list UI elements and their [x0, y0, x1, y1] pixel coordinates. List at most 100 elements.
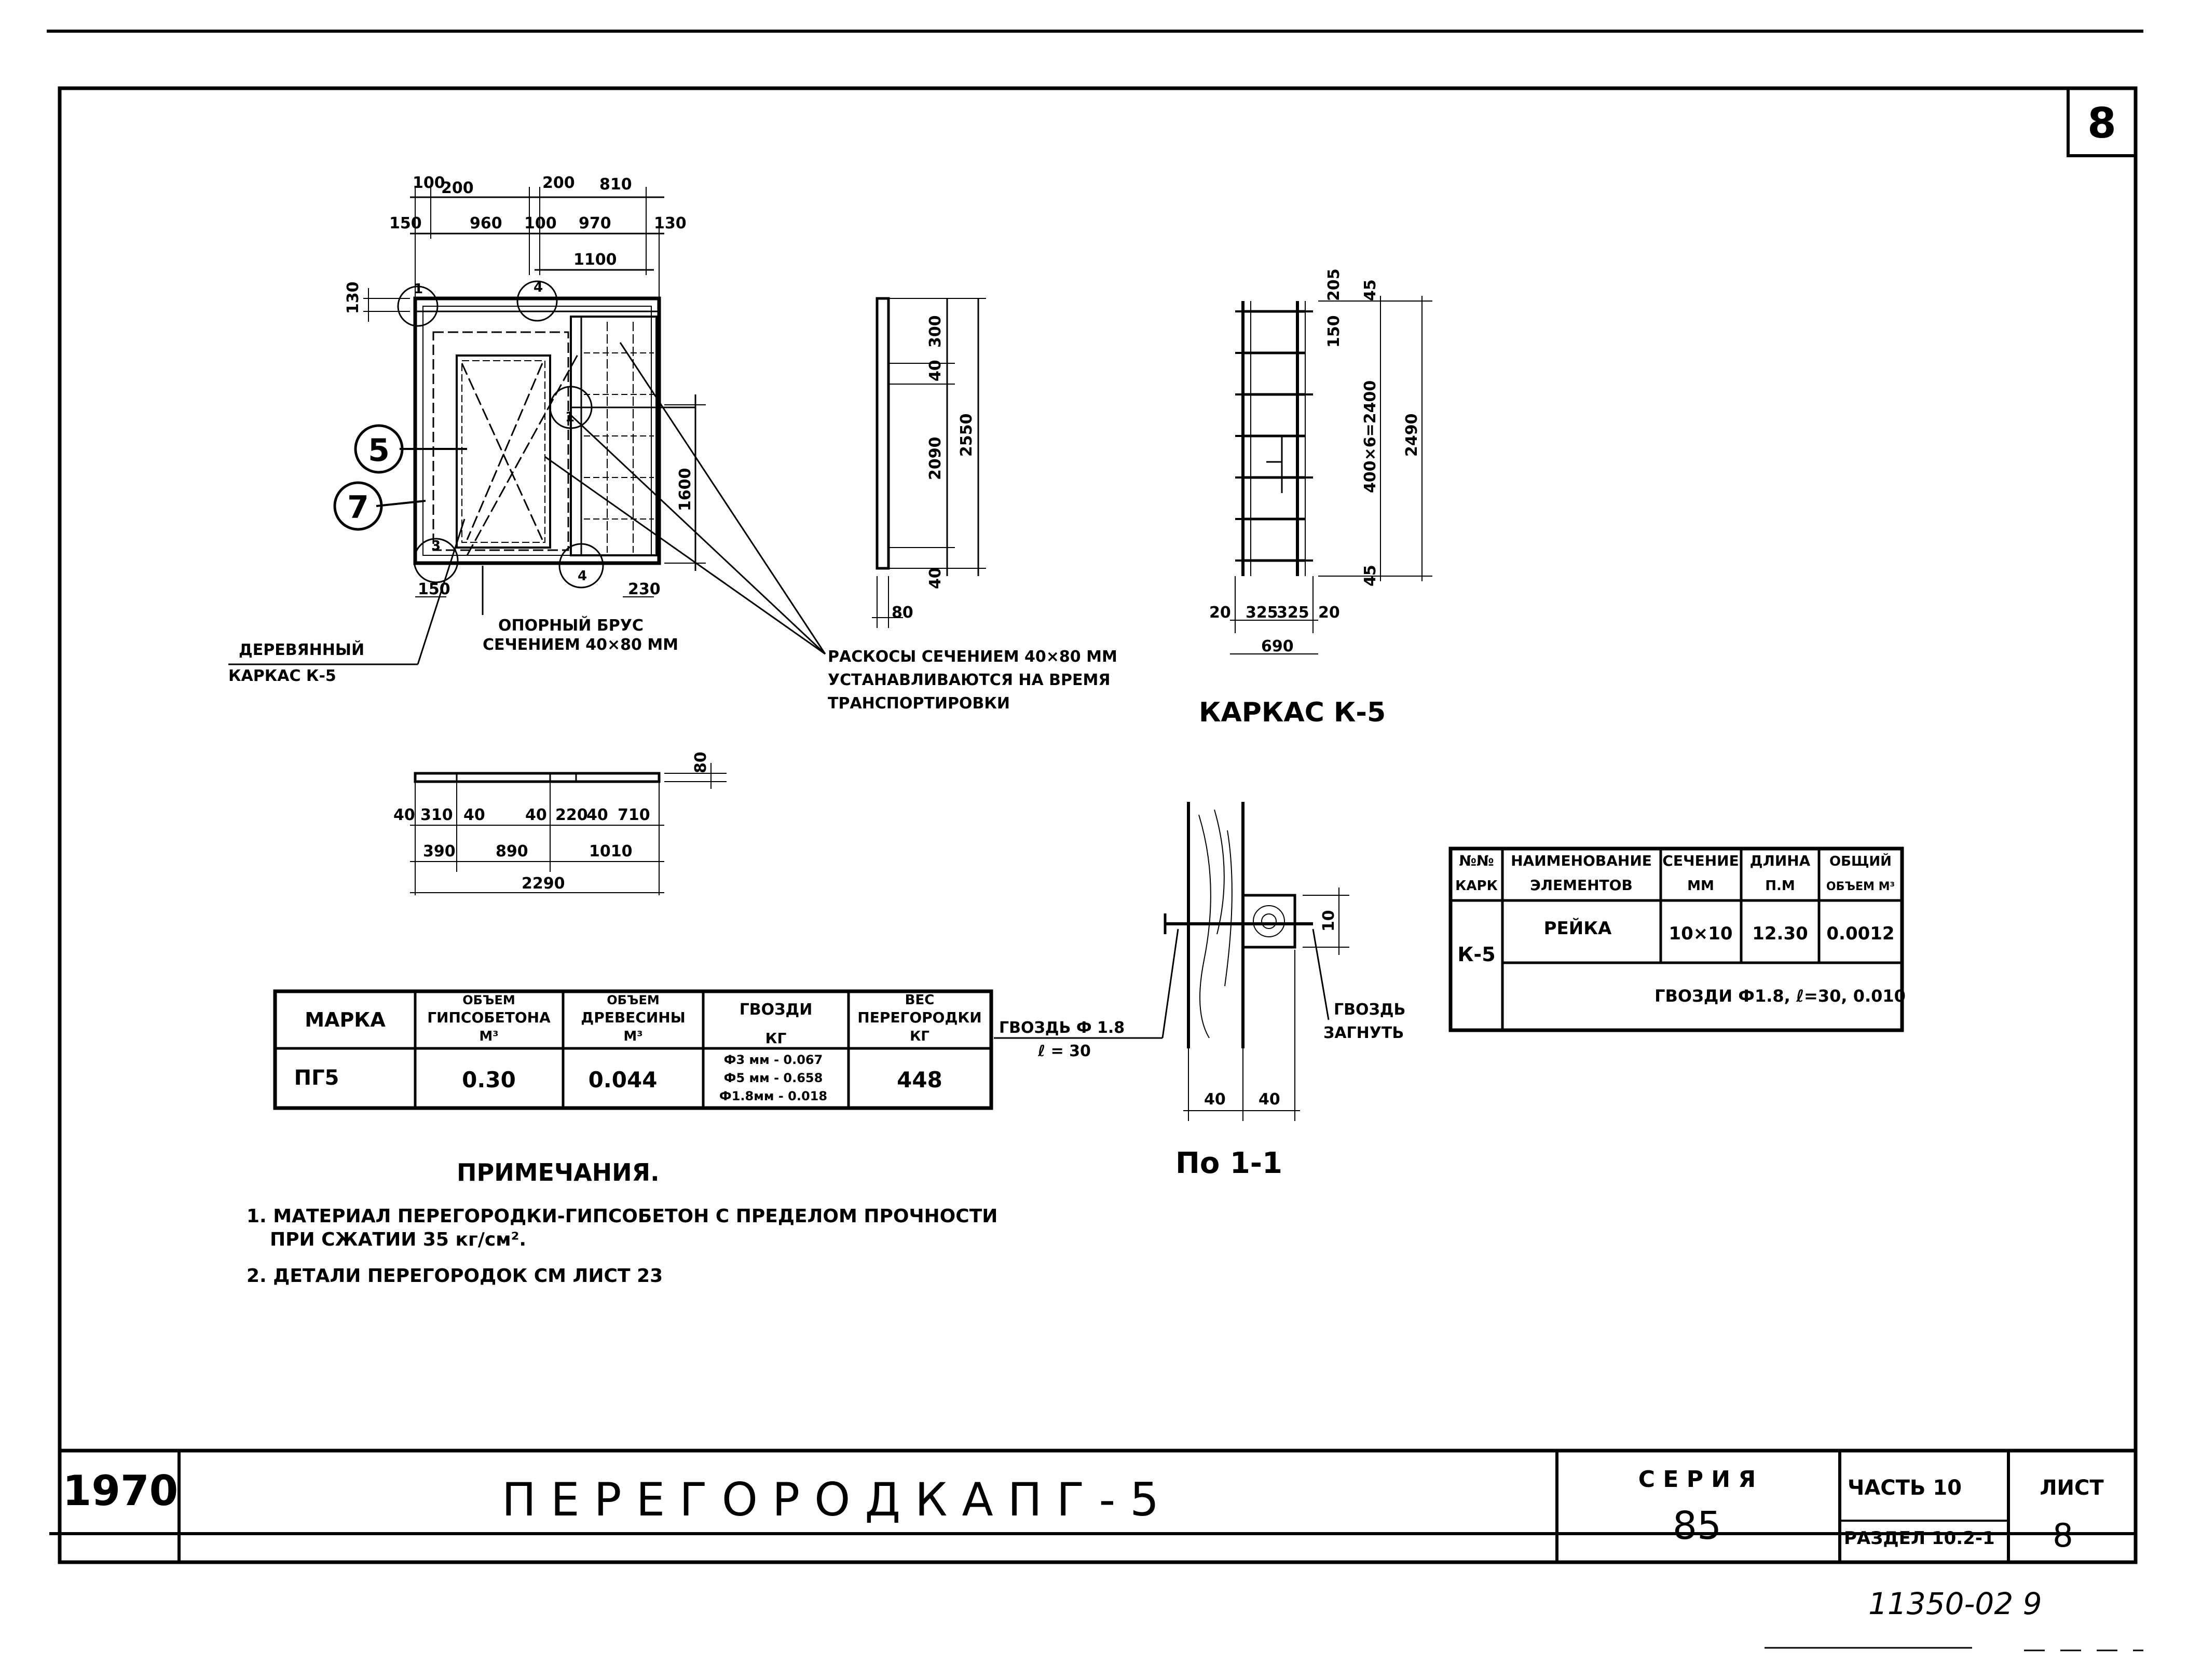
ft-th-section-1: СЕЧЕНИЕ — [1662, 852, 1739, 869]
nail-left-line2: ℓ = 30 — [1037, 1042, 1091, 1060]
dim-325b: 325 — [1277, 604, 1309, 622]
note-1-line1: 1. МАТЕРИАЛ ПЕРЕГОРОДКИ-ГИПСОБЕТОН С ПРЕ… — [247, 1206, 997, 1227]
label-braces-line1: РАСКОСЫ СЕЧЕНИЕМ 40×80 ММ — [828, 648, 1117, 666]
th-gypsum-2: ГИПСОБЕТОНА — [427, 1009, 551, 1026]
th-mark: МАРКА — [305, 1008, 386, 1031]
dim-400x6: 400×6=2400 — [1361, 380, 1379, 493]
stamp-section: РАЗДЕЛ 10.2-1 — [1844, 1528, 1995, 1549]
label-frame-line2: КАРКАС К-5 — [228, 667, 336, 685]
dim-960: 960 — [470, 214, 502, 233]
dim-top-200b: 200 — [542, 174, 575, 192]
plan-view — [410, 763, 727, 895]
sheet-border — [58, 86, 2138, 1564]
th-wood-1: ОБЪЕМ — [607, 993, 660, 1007]
dim-150-frame: 150 — [1325, 315, 1343, 348]
title-block-text: 1970 П Е Р Е Г О Р О Д К А П Г - 5 С Е Р… — [63, 1466, 2104, 1554]
facade-dimensions: 100 200 200 810 150 960 100 970 130 1100… — [344, 174, 694, 598]
callout-7: 7 — [347, 489, 369, 526]
detail-dim-40a: 40 — [1204, 1090, 1226, 1109]
detail-dim-10: 10 — [1320, 910, 1338, 932]
label-frame-line1: ДЕРЕВЯННЫЙ — [239, 640, 364, 659]
label-beam-line2: СЕЧЕНИЕМ 40×80 ММ — [483, 636, 678, 654]
stamp-sheet-value: 8 — [2053, 1517, 2073, 1554]
ft-th-no-1: №№ — [1459, 852, 1494, 869]
dim-130-left: 130 — [344, 281, 362, 314]
dim-150-bottom: 150 — [418, 580, 450, 598]
ft-th-no-2: КАРК — [1455, 878, 1498, 894]
dim-130-top: 130 — [654, 214, 687, 233]
ft-th-volume-1: ОБЩИЙ — [1829, 853, 1892, 869]
ft-row1-name: РЕЙКА — [1544, 918, 1612, 939]
dim-40-bottom: 40 — [926, 567, 945, 589]
ft-th-name-2: ЭЛЕМЕНТОВ — [1530, 877, 1633, 894]
plan-dim-2290: 2290 — [522, 875, 565, 893]
ft-row2: ГВОЗДИ Ф1.8, ℓ=30, 0.010 — [1654, 986, 1906, 1006]
th-weight-2: ПЕРЕГОРОДКИ — [857, 1009, 981, 1026]
nail-right-line1: ГВОЗДЬ — [1334, 1001, 1405, 1019]
dim-2550: 2550 — [958, 414, 976, 457]
stamp-title: П Е Р Е Г О Р О Д К А П Г - 5 — [502, 1473, 1159, 1526]
dim-45-top: 45 — [1361, 279, 1379, 301]
plan-dim-890: 890 — [496, 842, 528, 861]
frame-spec-table-text: №№ КАРК НАИМЕНОВАНИЕ ЭЛЕМЕНТОВ СЕЧЕНИЕ М… — [1455, 852, 1906, 1006]
main-spec-table — [273, 989, 993, 1110]
plan-dim-1010: 1010 — [589, 842, 633, 861]
td-nails-1: Ф3 мм - 0.067 — [724, 1053, 823, 1067]
dim-690: 690 — [1261, 637, 1294, 655]
dim-1600: 1600 — [676, 468, 694, 512]
notes: ПРИМЕЧАНИЯ. 1. МАТЕРИАЛ ПЕРЕГОРОДКИ-ГИПС… — [247, 1158, 997, 1287]
dim-1100: 1100 — [573, 251, 617, 269]
plan-dim-40b: 40 — [463, 806, 485, 824]
th-gypsum-3: М³ — [479, 1029, 498, 1044]
dim-100: 100 — [524, 214, 557, 233]
dim-2090: 2090 — [926, 437, 945, 481]
dim-300: 300 — [926, 315, 945, 348]
ft-th-length-2: П.М — [1765, 878, 1795, 894]
td-nails-2: Ф5 мм - 0.658 — [724, 1071, 823, 1085]
stamp-part: ЧАСТЬ 10 — [1848, 1476, 1962, 1500]
title-block — [49, 1449, 2136, 1562]
ft-th-section-2: ММ — [1687, 878, 1714, 894]
plan-dim-220: 220 — [555, 806, 588, 824]
partition-facade — [228, 187, 826, 665]
label-beam-line1: ОПОРНЫЙ БРУС — [498, 616, 644, 635]
callout-3: 3 — [431, 538, 441, 554]
frame-spec-table — [1448, 846, 1904, 1032]
dim-20-left: 20 — [1209, 604, 1231, 622]
th-nails-3: КГ — [765, 1030, 787, 1047]
th-weight-3: КГ — [910, 1029, 929, 1044]
dim-top-200a: 200 — [441, 179, 474, 197]
th-gypsum-1: ОБЪЕМ — [462, 993, 515, 1007]
facade-callouts: 1 4 3 4 1 5 7 — [347, 280, 587, 584]
td-wood: 0.044 — [589, 1067, 658, 1092]
plan-dim-40c: 40 — [525, 806, 547, 824]
plan-dimensions: 40 310 40 40 220 40 710 390 890 1010 229… — [393, 752, 710, 893]
section-title: По 1-1 — [1175, 1146, 1282, 1180]
dim-80: 80 — [892, 604, 913, 622]
ft-mark: К-5 — [1457, 943, 1495, 966]
plan-dim-40d: 40 — [586, 806, 608, 824]
plan-dim-390: 390 — [423, 842, 456, 861]
corner-sheet-box: 8 — [2067, 87, 2137, 157]
corner-sheet-number: 8 — [2087, 99, 2116, 147]
stamp-series-label: С Е Р И Я — [1638, 1466, 1756, 1493]
td-gypsum: 0.30 — [462, 1067, 516, 1092]
callout-5: 5 — [368, 432, 390, 469]
th-nails-1: ГВОЗДИ — [740, 1001, 813, 1019]
note-1-line2: ПРИ СЖАТИИ 35 кг/см². — [270, 1229, 526, 1250]
callout-1: 1 — [414, 281, 423, 297]
nail-left-line1: ГВОЗДЬ Ф 1.8 — [999, 1019, 1125, 1037]
ft-th-volume-2: ОБЪЕМ М³ — [1826, 880, 1895, 893]
detail-circle-3 — [413, 538, 459, 583]
detail-circle-4b — [558, 543, 604, 589]
dim-325a: 325 — [1246, 604, 1278, 622]
stamp-year: 1970 — [63, 1467, 179, 1515]
note-2: 2. ДЕТАЛИ ПЕРЕГОРОДОК СМ ЛИСТ 23 — [247, 1265, 663, 1287]
dim-top-810: 810 — [599, 175, 632, 194]
ft-th-name-1: НАИМЕНОВАНИЕ — [1511, 852, 1652, 869]
frame-k5 — [1230, 296, 1432, 654]
detail-circle-1 — [397, 285, 439, 327]
label-braces-line2: УСТАНАВЛИВАЮТСЯ НА ВРЕМЯ — [828, 671, 1110, 689]
th-weight-1: ВЕС — [905, 992, 935, 1008]
